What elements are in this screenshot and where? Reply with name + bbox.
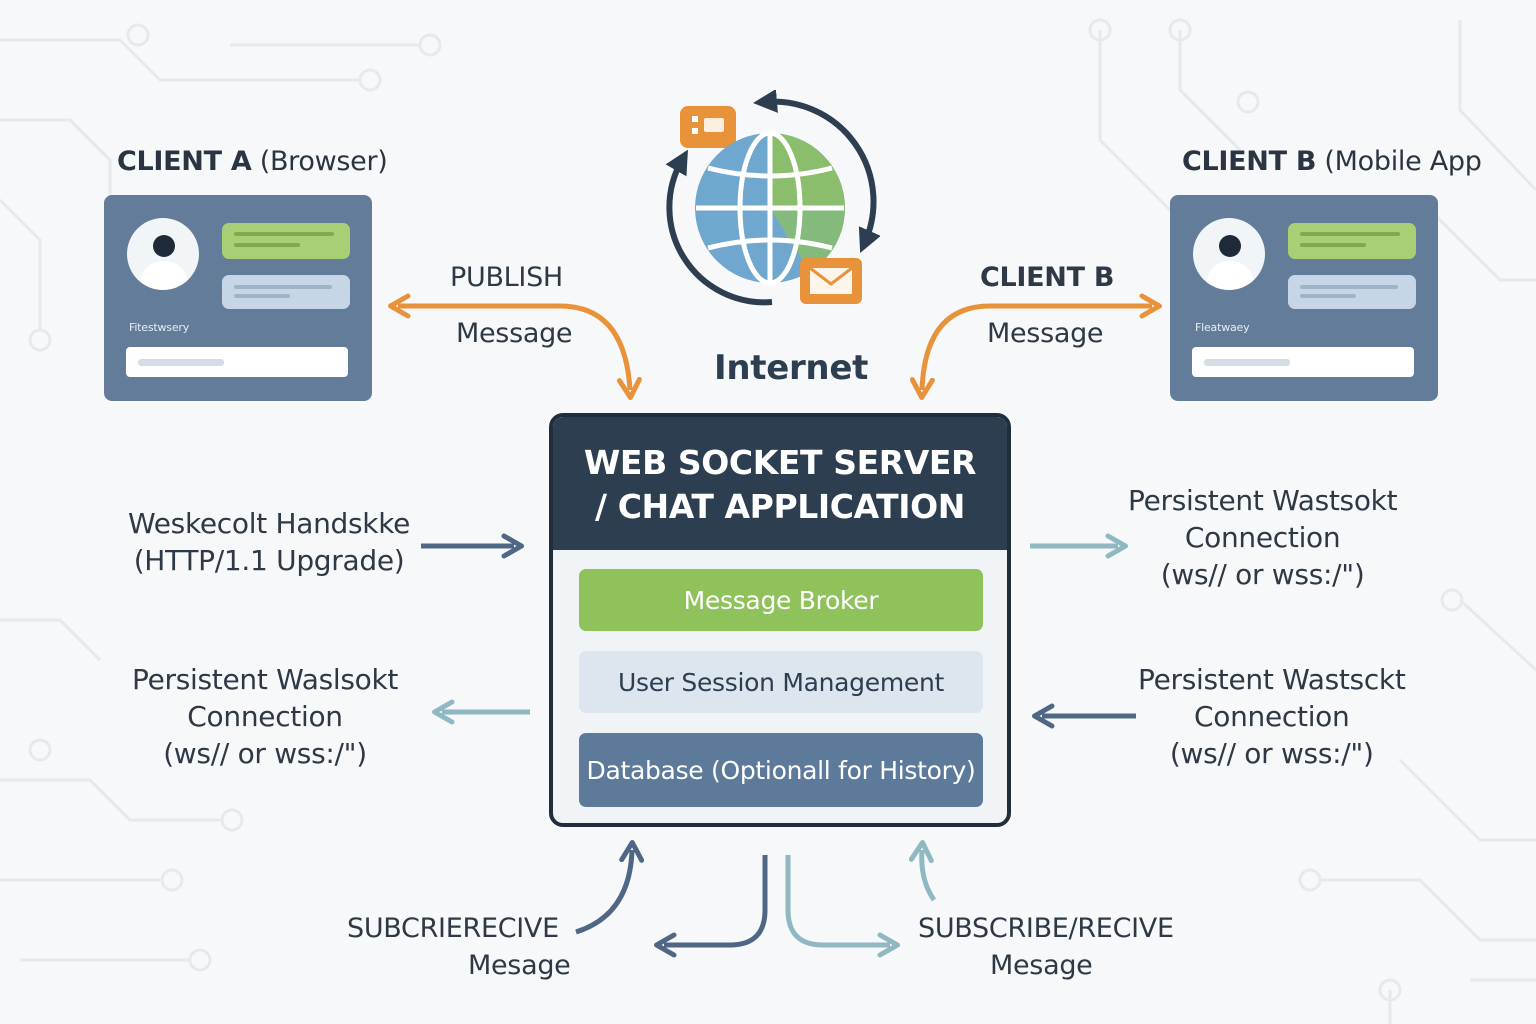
user-session-module: User Session Management (579, 651, 983, 713)
bottom-right-up-arrow (908, 840, 937, 902)
left-connection-line-3: (ws// or wss:/") (163, 737, 367, 770)
message-input-bar (1192, 347, 1414, 377)
server-title-line-1: WEB SOCKET SERVER (583, 443, 977, 482)
message-broker-module: Message Broker (579, 569, 983, 631)
server-title-line-2: / CHAT APPLICATION (594, 487, 966, 526)
client-b-card: Fleatwaey (1170, 195, 1438, 401)
left-connection-line-2: Connection (187, 700, 343, 733)
database-module: Database (Optionall for History) (579, 733, 983, 807)
bottom-left-up-arrow (575, 840, 645, 935)
client-b-message-label: Message (987, 318, 1104, 349)
client-b-arrow (909, 293, 1162, 400)
bottom-center-right-arrow (785, 855, 900, 958)
client-a-card-label: Fitestwsery (129, 321, 190, 334)
publish-arrow (388, 293, 642, 400)
message-input-bar (126, 347, 348, 377)
sent-message-bubble (1288, 223, 1416, 259)
internet-globe-icon (665, 90, 880, 306)
user-avatar-icon (1193, 218, 1265, 290)
client-b-title-bold: CLIENT B (1182, 146, 1317, 177)
websocket-server-box: WEB SOCKET SERVER / CHAT APPLICATION Mes… (549, 413, 1011, 827)
subscribe-right-message-label: Mesage (990, 950, 1093, 981)
server-header: WEB SOCKET SERVER / CHAT APPLICATION (553, 417, 1007, 550)
right-bottom-connection-line-2: Connection (1194, 700, 1350, 733)
subscribe-left-label: SUBCRIERECIVE (347, 913, 559, 944)
sent-message-bubble (222, 223, 350, 259)
client-b-card-label: Fleatwaey (1195, 321, 1250, 334)
right-top-connection-line-3: (ws// or wss:/") (1160, 558, 1365, 591)
right-bottom-connection-label: Persistent Wastsckt Connection (ws// or … (1138, 661, 1406, 772)
received-message-bubble (1288, 275, 1416, 309)
left-connection-line-1: Persistent Waslsokt (132, 663, 399, 696)
subscribe-right-label: SUBSCRIBE/RECIVE (918, 913, 1174, 944)
left-connection-label: Persistent Waslsokt Connection (ws// or … (132, 661, 398, 772)
publish-message-label: Message (456, 318, 573, 349)
handshake-line-1: Weskecolt Handskke (128, 507, 411, 540)
subscribe-left-message-label: Mesage (468, 950, 571, 981)
received-message-bubble (222, 275, 350, 309)
client-a-title-bold: CLIENT A (117, 146, 252, 177)
client-a-card: Fitestwsery (104, 195, 372, 401)
bottom-center-left-arrow (654, 855, 768, 958)
publish-label: PUBLISH (450, 262, 563, 293)
client-b-title-rest: (Mobile App (1324, 146, 1482, 177)
right-bottom-connection-line-3: (ws// or wss:/") (1169, 737, 1374, 770)
user-avatar-icon (127, 218, 199, 290)
right-top-connection-label: Persistent Wastsokt Connection (ws// or … (1128, 482, 1398, 593)
handshake-line-2: (HTTP/1.1 Upgrade) (133, 544, 405, 577)
handshake-label: Weskecolt Handskke (HTTP/1.1 Upgrade) (128, 505, 410, 579)
right-top-connection-line-2: Connection (1184, 521, 1341, 554)
internet-label: Internet (714, 348, 869, 388)
right-top-connection-line-1: Persistent Wastsokt (1128, 484, 1398, 517)
client-b-flow-label: CLIENT B (980, 262, 1115, 293)
client-a-title-rest: (Browser) (259, 146, 388, 177)
client-a-title: CLIENT A (Browser) (117, 146, 388, 177)
client-b-title: CLIENT B (Mobile App (1182, 146, 1482, 177)
right-bottom-connection-line-1: Persistent Wastsckt (1138, 663, 1406, 696)
